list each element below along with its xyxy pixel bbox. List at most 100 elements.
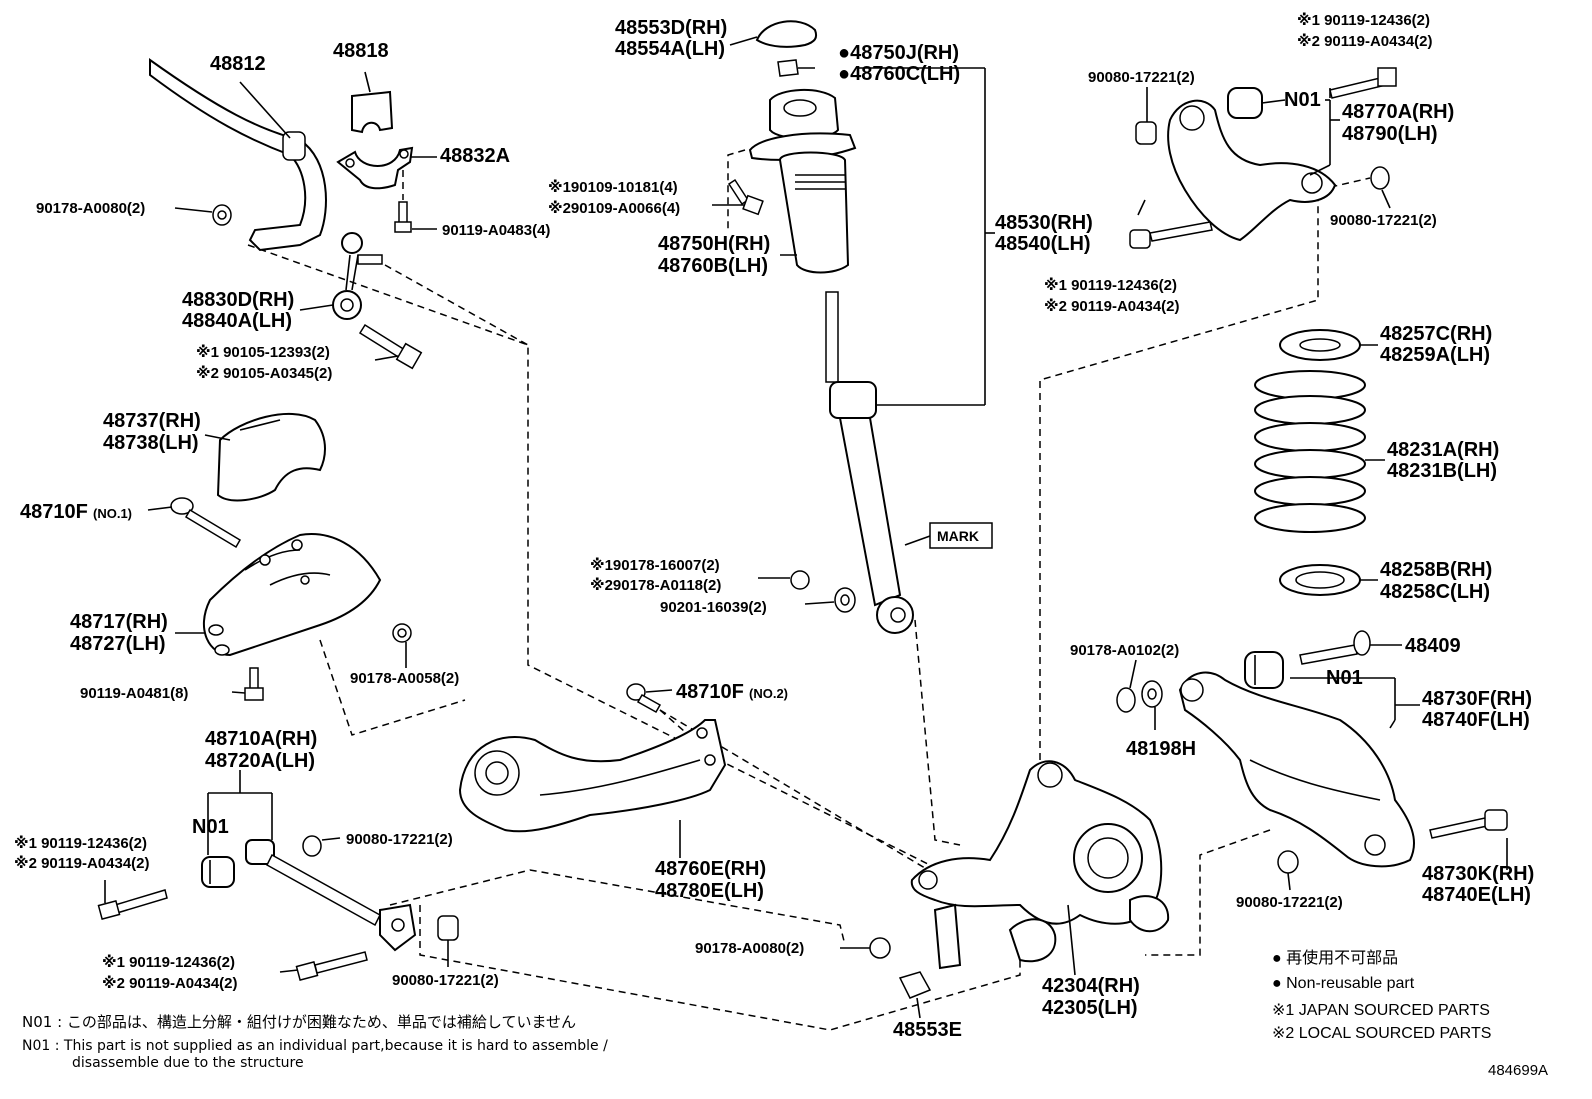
- label-90119-a0434-l1: ※2 90119-A0434(2): [14, 854, 150, 872]
- bolt-90105: [358, 323, 423, 370]
- nut-90178-16007: [790, 570, 810, 590]
- bushing-n01-left: [201, 856, 235, 888]
- label-48540: 48540(LH): [995, 233, 1091, 255]
- label-48750h: 48750H(RH): [658, 233, 770, 255]
- knuckle-42304: [910, 760, 1170, 970]
- stabilizer-link: [332, 232, 383, 320]
- bolt-left-1: [97, 889, 168, 921]
- label-90080-17221-r2: 90080-17221(2): [1330, 212, 1437, 229]
- bushing-n01-right: [1244, 651, 1284, 689]
- bolt-upper-arm: [1129, 221, 1213, 249]
- washer-48198h: [1141, 680, 1163, 708]
- bolt-48710f-no1: [170, 497, 242, 549]
- label-48760c: ●48760C(LH): [838, 63, 960, 85]
- label-90178-a0080-top: 90178-A0080(2): [36, 200, 145, 217]
- label-48832a: 48832A: [440, 145, 510, 167]
- label-48780e: 48780E(LH): [655, 880, 764, 902]
- label-90080-17221-tr: 90080-17221(2): [1088, 69, 1195, 86]
- nut-90178-a0080-top: [212, 204, 232, 226]
- label-48553d: 48553D(RH): [615, 17, 727, 39]
- nut-90080-bot-right: [1277, 850, 1299, 874]
- label-90119-12436-l2: ※1 90119-12436(2): [102, 953, 235, 971]
- label-48812: 48812: [210, 53, 266, 75]
- label-n01-right: N01: [1326, 667, 1363, 689]
- label-90119-a0434-r2: ※2 90119-A0434(2): [1044, 297, 1180, 315]
- label-90119-a0481: 90119-A0481(8): [80, 685, 188, 702]
- label-48258b: 48258B(RH): [1380, 559, 1492, 581]
- label-48710f-no1-sub: (NO.1): [93, 506, 132, 521]
- label-48830d: 48830D(RH): [182, 289, 294, 311]
- label-48840a: 48840A(LH): [182, 310, 292, 332]
- label-48717: 48717(RH): [70, 611, 168, 633]
- label-48198h: 48198H: [1126, 738, 1196, 760]
- label-n01-left: N01: [192, 816, 229, 838]
- bolt-48409: [1299, 630, 1371, 665]
- label-48710f-no2: 48710F: [676, 681, 744, 703]
- legend-jp: ● 再使用不可部品: [1272, 949, 1398, 967]
- label-48760e: 48760E(RH): [655, 858, 766, 880]
- upper-arm-48770a: [1167, 99, 1337, 242]
- label-90109-10181: ※190109-10181(4): [548, 178, 678, 196]
- label-48530: 48530(RH): [995, 212, 1093, 234]
- bolt-48710f-no2: [626, 683, 662, 714]
- label-48554a: 48554A(LH): [615, 38, 725, 60]
- label-90119-a0434-r1: ※2 90119-A0434(2): [1297, 32, 1433, 50]
- figure-id: 484699A: [1488, 1062, 1548, 1079]
- label-48710a: 48710A(RH): [205, 728, 317, 750]
- spring-seat-top: [1279, 329, 1361, 361]
- label-48730f: 48730F(RH): [1422, 688, 1532, 710]
- bracket-48832a: [336, 146, 414, 190]
- label-48730k: 48730K(RH): [1422, 863, 1534, 885]
- nut-90178-a0080-bot: [869, 937, 891, 959]
- label-48737: 48737(RH): [103, 410, 201, 432]
- label-48790: 48790(LH): [1342, 123, 1438, 145]
- note-en-1: N01 : This part is not supplied as an in…: [22, 1038, 608, 1054]
- label-48710f-no1: 48710F: [20, 501, 88, 523]
- label-48553e: 48553E: [893, 1019, 962, 1041]
- label-48750j: ●48750J(RH): [838, 42, 959, 64]
- label-48231b: 48231B(LH): [1387, 460, 1497, 482]
- nut-90178-a0102: [1116, 687, 1136, 713]
- label-48727: 48727(LH): [70, 633, 166, 655]
- bolt-90109: [727, 178, 764, 216]
- label-n01-top: N01: [1284, 89, 1321, 111]
- label-90080-17221-mid: 90080-17221(2): [346, 831, 453, 848]
- cap-48553d: [755, 20, 818, 48]
- nut-90080-top-right: [1135, 121, 1157, 145]
- label-90119-a0483: 90119-A0483(4): [442, 222, 550, 239]
- label-90105-a0345: ※2 90105-A0345(2): [196, 364, 332, 382]
- label-48720a: 48720A(LH): [205, 750, 315, 772]
- note-jp: N01 : この部品は、構造上分解・組付けが困難なため、単品では補給していません: [22, 1013, 576, 1031]
- label-90178-16007: ※190178-16007(2): [590, 556, 720, 574]
- label-48738: 48738(LH): [103, 432, 199, 454]
- label-48257c: 48257C(RH): [1380, 323, 1492, 345]
- label-90105-12393: ※1 90105-12393(2): [196, 343, 330, 361]
- washer-90201: [834, 587, 856, 613]
- upper-support-48750h: [748, 88, 857, 274]
- notes: N01 : この部品は、構造上分解・組付けが困難なため、単品では補給していません…: [22, 1013, 608, 1071]
- label-90178-a0118: ※290178-A0118(2): [590, 576, 721, 594]
- label-90119-12436-l1: ※1 90119-12436(2): [14, 834, 147, 852]
- spring-seat-bottom: [1279, 564, 1361, 596]
- nut-48553e: [898, 971, 932, 999]
- nut-90080-mid: [302, 835, 322, 857]
- label-90080-17221-bot: 90080-17221(2): [392, 972, 499, 989]
- label-mark: MARK: [937, 528, 979, 544]
- mark-box: [904, 522, 993, 549]
- label-90201-16039: 90201-16039(2): [660, 599, 767, 616]
- bushing-n01-top: [1227, 87, 1286, 119]
- label-48231a: 48231A(RH): [1387, 439, 1499, 461]
- label-48760b: 48760B(LH): [658, 255, 768, 277]
- label-90119-12436-r1: ※1 90119-12436(2): [1297, 11, 1430, 29]
- label-48770a: 48770A(RH): [1342, 101, 1454, 123]
- trailing-arm-48760e: [458, 719, 727, 833]
- leader-lines: [104, 36, 1508, 1019]
- bolt-48730k: [1429, 809, 1508, 839]
- lateral-link-48710a: [245, 839, 417, 952]
- nut-48750j: [777, 59, 799, 77]
- label-48710f-no2-sub: (NO.2): [749, 686, 788, 701]
- bolt-left-2: [295, 951, 368, 982]
- note-en-2: disassemble due to the structure: [72, 1055, 304, 1071]
